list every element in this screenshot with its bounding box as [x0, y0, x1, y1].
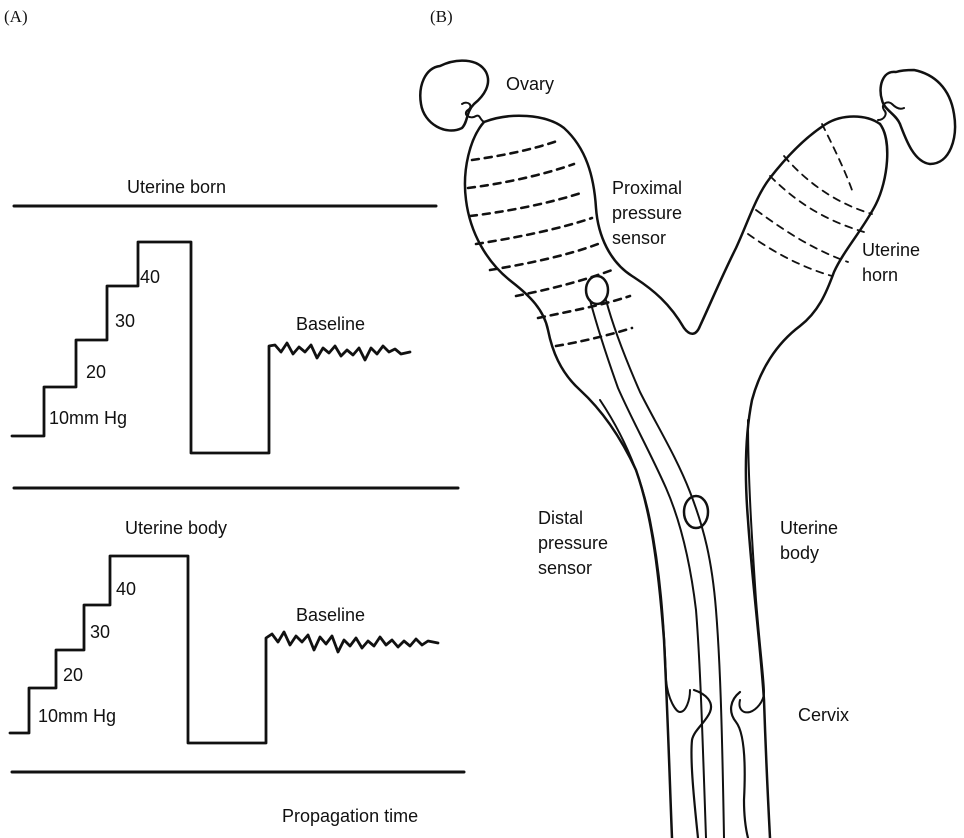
panel-label-a: (A)	[4, 7, 28, 26]
distal-sensor-label-1: Distal	[538, 508, 583, 528]
proximal-sensor-label-2: pressure	[612, 203, 682, 223]
step-label-40: 40	[116, 579, 136, 599]
distal-pressure-sensor	[684, 496, 708, 528]
uterine-horn-label-1: Uterine	[862, 240, 920, 260]
propagation-time-label: Propagation time	[282, 806, 418, 826]
cervical-canal-left	[600, 400, 690, 712]
step-label-30: 30	[90, 622, 110, 642]
panel-label-b: (B)	[430, 7, 453, 26]
step-label-10: 10mm Hg	[38, 706, 116, 726]
baseline-label-bottom: Baseline	[296, 605, 365, 625]
proximal-sensor-label-3: sensor	[612, 228, 666, 248]
proximal-sensor-label-1: Proximal	[612, 178, 682, 198]
catheter-left-line	[590, 300, 706, 838]
proximal-pressure-sensor	[586, 276, 608, 304]
distal-sensor-label-2: pressure	[538, 533, 608, 553]
right-horn-segment-rings	[748, 124, 872, 276]
step-label-20: 20	[63, 665, 83, 685]
trace-title-bottom: Uterine body	[125, 518, 227, 538]
cervix-right-fold	[731, 692, 748, 838]
uterine-body-label-1: Uterine	[780, 518, 838, 538]
cervix-label: Cervix	[798, 705, 849, 725]
catheter-right-line	[606, 300, 724, 838]
panel-b: Ovary Proximal pressure sensor Uterine h…	[420, 61, 955, 838]
right-uterine-horn-wall	[746, 124, 887, 838]
left-ovary	[420, 61, 488, 131]
uterine-body-label-2: body	[780, 543, 819, 563]
right-ovary	[881, 70, 955, 164]
panel-a: Uterine born 10mm Hg 20 30 40 Baseline U…	[10, 177, 464, 826]
uterine-horn-label-2: horn	[862, 265, 898, 285]
step-label-40: 40	[140, 267, 160, 287]
trace-title-top: Uterine born	[127, 177, 226, 197]
distal-sensor-label-3: sensor	[538, 558, 592, 578]
left-horn-segment-rings	[468, 140, 632, 346]
trace-uterine-body: Uterine body 10mm Hg 20 30 40 Baseline	[10, 518, 464, 772]
step-label-10: 10mm Hg	[49, 408, 127, 428]
ovary-label: Ovary	[506, 74, 554, 94]
baseline-label-top: Baseline	[296, 314, 365, 334]
trace-uterine-horn: Uterine born 10mm Hg 20 30 40 Baseline	[12, 177, 458, 488]
step-label-30: 30	[115, 311, 135, 331]
step-label-20: 20	[86, 362, 106, 382]
